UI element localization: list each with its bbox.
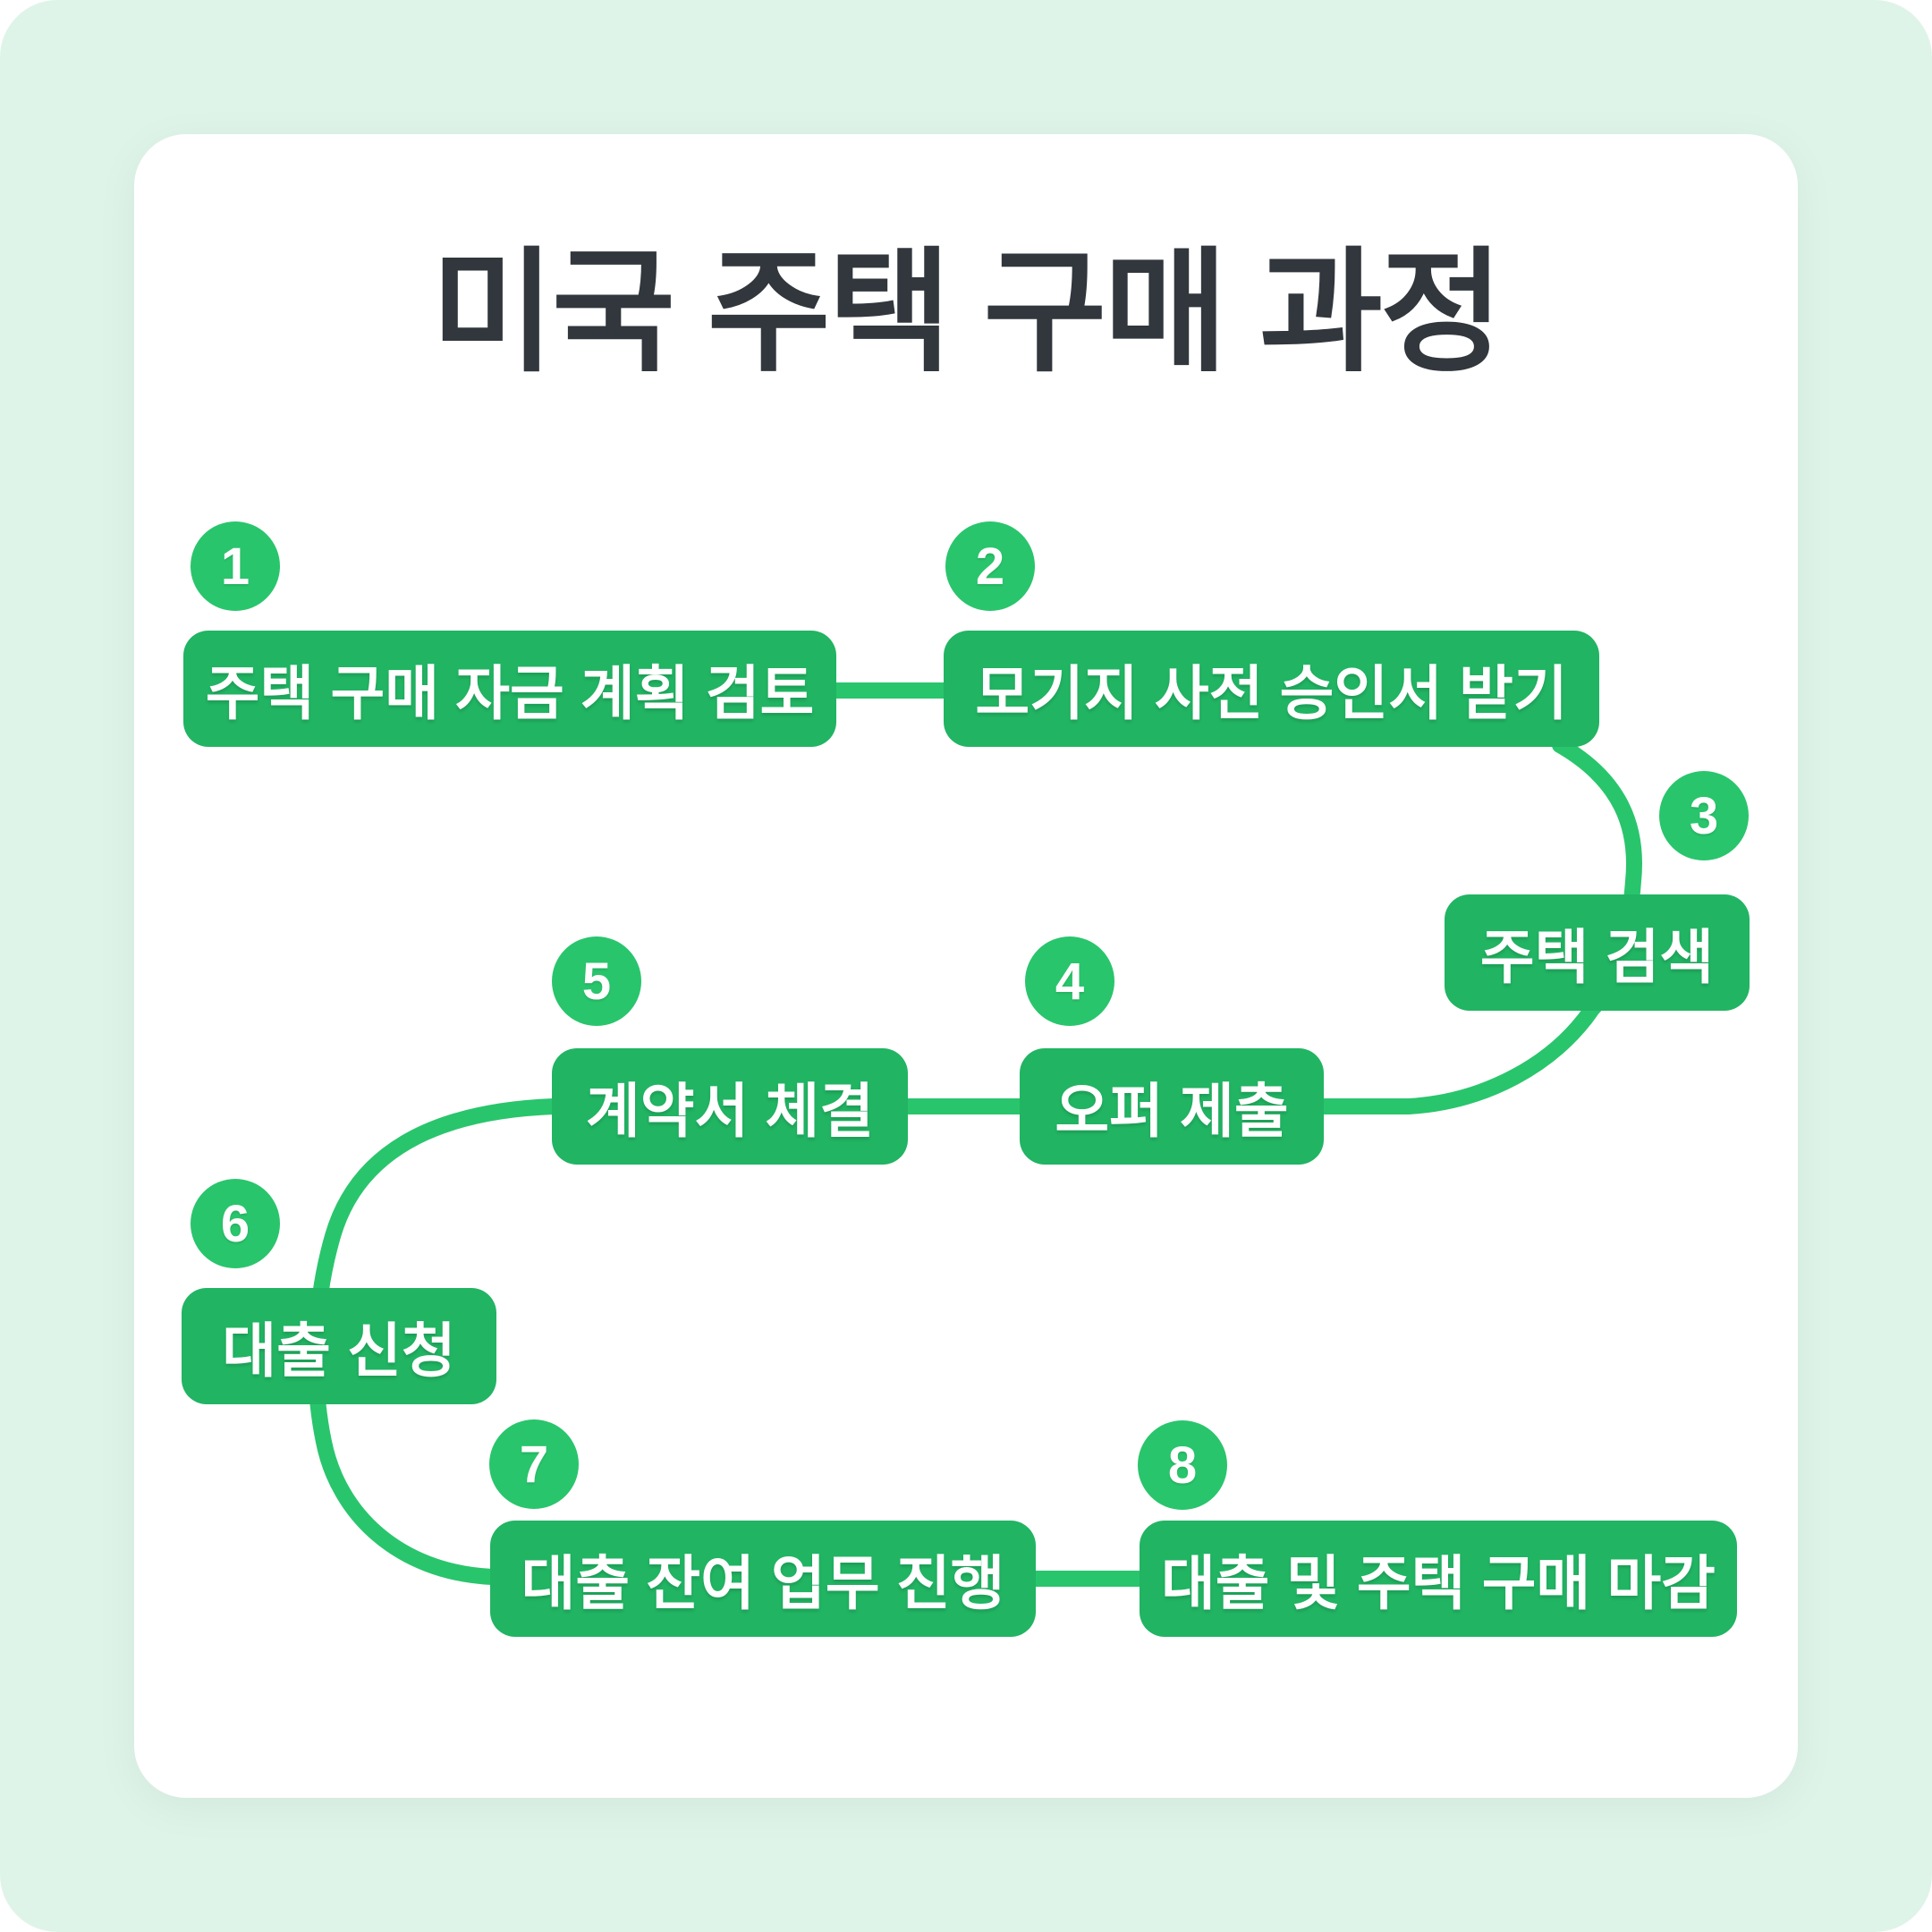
step-badge-7: 7 bbox=[489, 1419, 579, 1509]
step-box-7: 대출 잔여 업무 진행 bbox=[490, 1521, 1036, 1637]
step-box-5: 계약서 체결 bbox=[552, 1048, 908, 1165]
step-badge-4: 4 bbox=[1025, 936, 1114, 1026]
step-badge-8: 8 bbox=[1138, 1420, 1227, 1510]
step-badge-1: 1 bbox=[191, 521, 280, 611]
step-badge-5: 5 bbox=[552, 936, 641, 1026]
step-box-2: 모기지 사전 승인서 받기 bbox=[944, 631, 1599, 747]
step-badge-2: 2 bbox=[945, 521, 1035, 611]
step-badge-3: 3 bbox=[1659, 771, 1749, 860]
page-title: 미국 주택 구매 과정 bbox=[430, 237, 1504, 387]
step-box-8: 대출 및 주택 구매 마감 bbox=[1140, 1521, 1737, 1637]
step-box-6: 대출 신청 bbox=[182, 1288, 496, 1404]
step-badge-6: 6 bbox=[191, 1179, 280, 1268]
step-box-3: 주택 검색 bbox=[1445, 894, 1750, 1011]
step-box-4: 오퍼 제출 bbox=[1020, 1048, 1324, 1165]
step-box-1: 주택 구매 자금 계획 검토 bbox=[183, 631, 836, 747]
